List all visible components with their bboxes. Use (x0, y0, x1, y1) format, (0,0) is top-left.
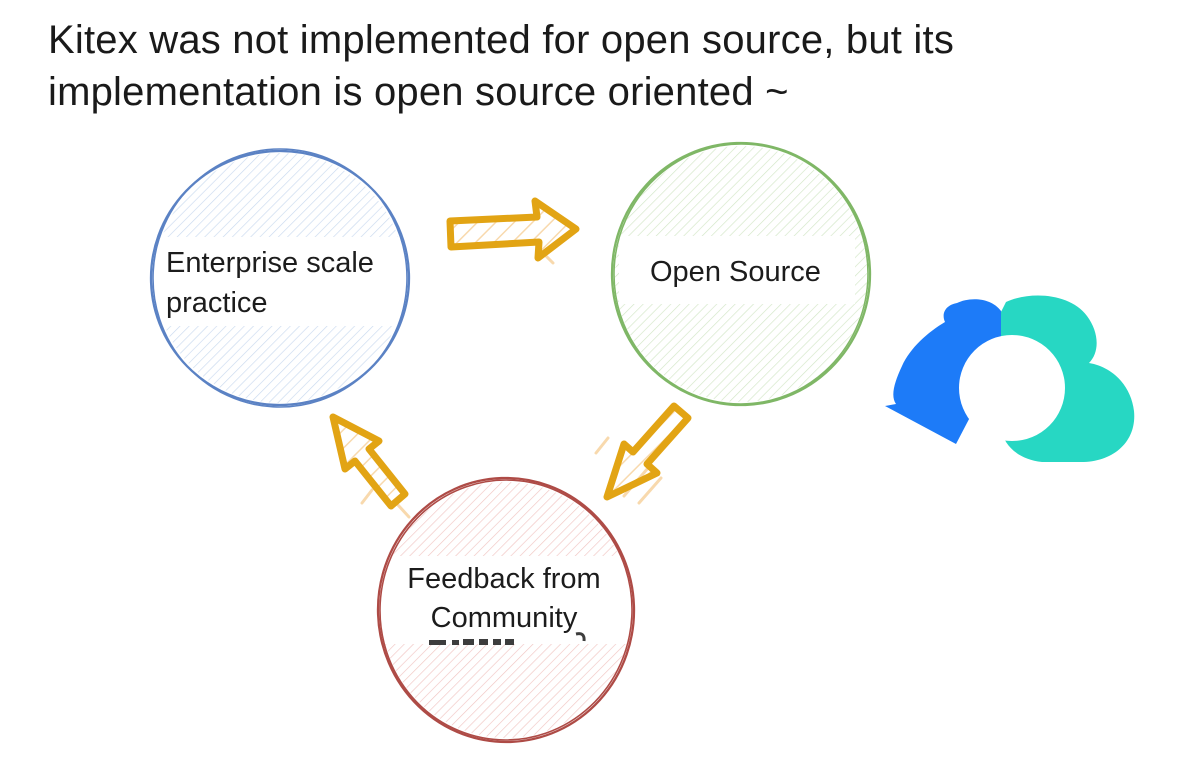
slide-title-line-1: Kitex was not implemented for open sourc… (48, 18, 955, 62)
logo-cloud-gap (959, 335, 1065, 441)
logo-arrow-blue (885, 299, 1007, 444)
feedback-label-line-1: Feedback from (407, 563, 600, 595)
arrow-opensource-to-feedback (603, 402, 692, 501)
feedback-circle-outline (376, 476, 636, 744)
open-source-circle-outline (610, 141, 872, 407)
open-source-label-line-1: Open Source (650, 256, 821, 288)
enterprise-label-line-2: practice (166, 287, 268, 319)
slide-title: Kitex was not implemented for open sourc… (48, 14, 1168, 118)
feedback-label-band (368, 556, 640, 644)
open-source-circle-outline-sketch (613, 143, 869, 405)
feedback-circle-outline-sketch (379, 479, 633, 741)
enterprise-label-line-1: Enterprise scale (166, 247, 374, 279)
node-enterprise-practice: Enterprise scale practice (139, 148, 420, 408)
slide-title-line-2: implementation is open source oriented ~ (48, 70, 789, 114)
node-community-feedback: Feedback from Community (368, 476, 640, 744)
node-open-source: Open Source (610, 141, 872, 407)
cloudwego-logo (885, 295, 1135, 462)
clipped-text-marks (429, 632, 586, 645)
enterprise-label-band (139, 237, 420, 326)
enterprise-circle-outline-sketch (152, 148, 408, 408)
enterprise-circle-outline (149, 149, 411, 407)
arrow-enterprise-to-opensource (446, 197, 580, 262)
open-source-label-band (619, 236, 855, 304)
arrow-feedback-to-enterprise (329, 413, 409, 510)
flow-arrows (329, 197, 692, 519)
feedback-label-line-2: Community (431, 602, 578, 634)
